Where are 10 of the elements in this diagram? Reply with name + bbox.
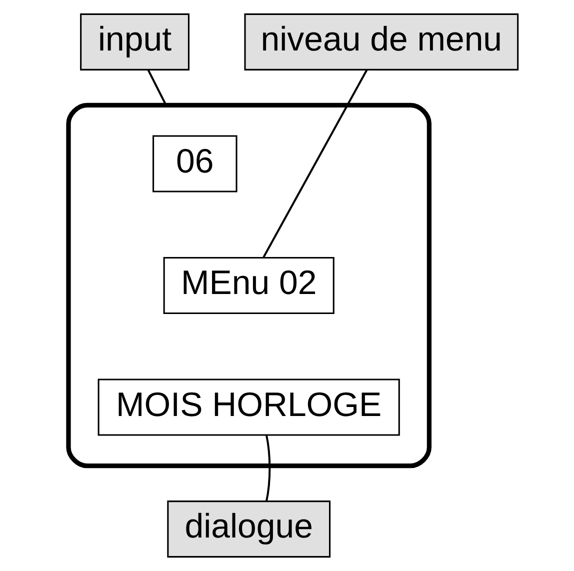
node-box: niveau de menu	[244, 13, 519, 70]
node-box: 06	[152, 135, 238, 192]
connector	[262, 70, 368, 258]
node-box: MOIS HORLOGE	[98, 378, 400, 436]
node-box: input	[80, 13, 190, 70]
cluster	[66, 102, 432, 468]
node-box: dialogue	[167, 500, 331, 558]
node-box: MEnu 02	[163, 256, 334, 314]
connector	[265, 434, 271, 502]
connector	[147, 69, 167, 106]
